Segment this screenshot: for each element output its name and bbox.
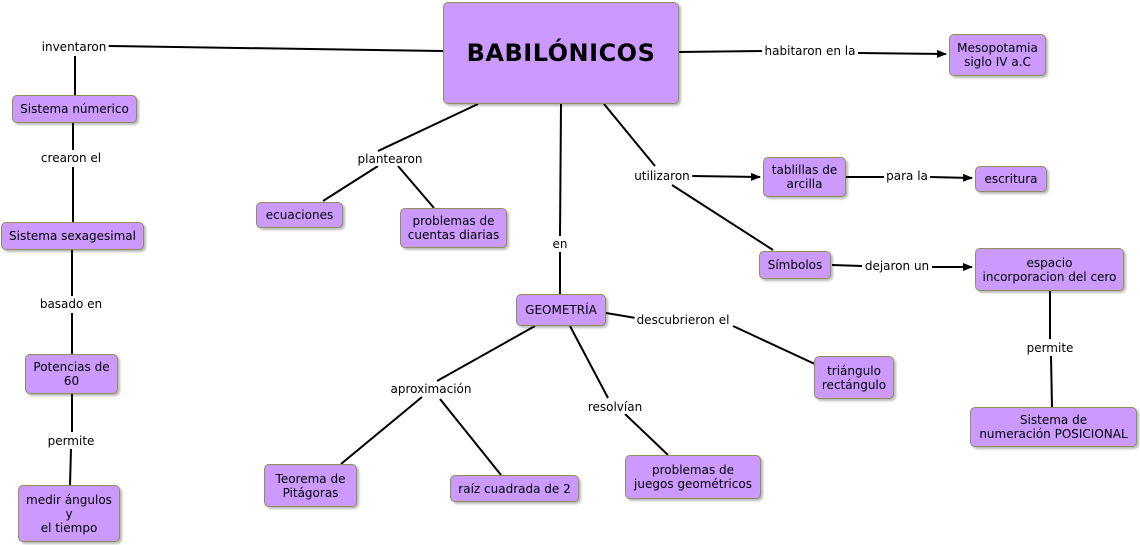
concept-teorema[interactable]: Teorema de Pitágoras — [264, 464, 357, 507]
edge-plantearon-ecuaciones — [322, 165, 379, 202]
label-utilizaron: utilizaron — [632, 169, 692, 183]
edge-main-inventaron — [107, 45, 444, 52]
edge-permite-medir — [69, 448, 72, 486]
label-basado: basado en — [37, 297, 105, 311]
edge-plantearon-problemas — [397, 165, 435, 209]
edge-main-habitaron — [677, 50, 763, 53]
edge-utilizaron-simbolos — [671, 184, 774, 251]
concept-simbolos[interactable]: Símbolos — [759, 251, 831, 279]
edge-aproximacion-raiz — [439, 398, 502, 476]
label-resolvian: resolvían — [585, 400, 645, 414]
edge-resolvian-problemas — [624, 413, 669, 456]
edge-geometria-aproximacion — [436, 325, 536, 382]
label-para: para la — [884, 169, 930, 183]
edge-geometria-descubrieron — [605, 312, 637, 319]
label-inventaron: inventaron — [39, 40, 109, 54]
concept-geometria[interactable]: GEOMETRÍA — [516, 294, 606, 326]
concept-babilonicos[interactable]: BABILÓNICOS — [443, 2, 679, 104]
edge-geometria-resolvian — [569, 325, 609, 399]
concept-problemas-cuentas[interactable]: problemas de cuentas diarias — [400, 208, 507, 248]
label-en: en — [550, 237, 570, 251]
edge-aproximacion-teorema — [340, 396, 423, 465]
edge-permite-posicional — [1050, 355, 1053, 408]
edge-habitaron-mesopotamia — [857, 49, 947, 58]
label-dejaron: dejaron un — [862, 259, 932, 273]
label-crearon: crearon el — [38, 151, 104, 165]
concept-sistema-numerico[interactable]: Sistema númerico — [12, 95, 137, 123]
concept-potencias[interactable]: Potencias de 60 — [25, 354, 118, 394]
label-permite-espacio: permite — [1024, 341, 1076, 355]
edge-main-utilizaron — [603, 103, 656, 167]
concept-triangulo[interactable]: triángulo rectángulo — [814, 356, 894, 399]
edge-descubrieron-triangulo — [732, 325, 818, 366]
edge-simbolos-dejaron — [831, 264, 863, 267]
concept-escritura[interactable]: escritura — [975, 166, 1047, 192]
concept-tablillas[interactable]: tablillas de arcilla — [763, 157, 846, 197]
concept-raiz[interactable]: raíz cuadrada de 2 — [450, 475, 579, 502]
edge-utilizaron-tablillas — [691, 172, 761, 181]
concept-mesopotamia[interactable]: Mesopotamia siglo IV a.C — [949, 34, 1046, 76]
edge-main-en — [559, 103, 562, 237]
concept-sistema-posicional[interactable]: Sistema de numeración POSICIONAL — [970, 407, 1137, 447]
concept-problemas-juegos[interactable]: problemas de juegos geométricos — [625, 455, 761, 499]
label-permite-potencias: permite — [45, 434, 97, 448]
edge-main-plantearon — [377, 103, 479, 152]
edge-para-escritura — [929, 173, 973, 182]
label-aproximacion: aproximación — [388, 382, 474, 396]
concept-sistema-sexagesimal[interactable]: Sistema sexagesimal — [1, 222, 144, 250]
label-descubrieron: descubrieron el — [634, 313, 732, 327]
concept-espacio[interactable]: espacio incorporacion del cero — [975, 248, 1124, 291]
concept-ecuaciones[interactable]: ecuaciones — [256, 202, 343, 228]
concept-medir[interactable]: medir ángulos y el tiempo — [18, 485, 120, 542]
label-plantearon: plantearon — [355, 152, 425, 166]
label-habitaron: habitaron en la — [762, 44, 858, 58]
